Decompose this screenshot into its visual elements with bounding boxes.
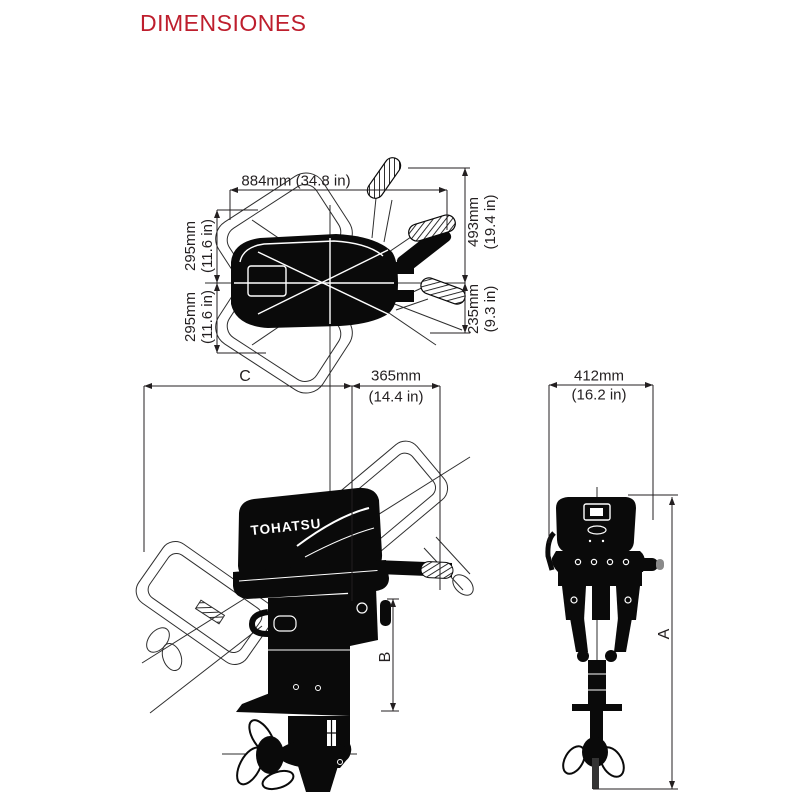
dim-transom-depth-in: (14.4 in) <box>368 388 424 406</box>
dim-half-width-bottom-in: (11.6 in) <box>199 290 216 344</box>
front-view-drawing <box>545 487 664 789</box>
dim-half-width-bottom-mm: 295mm <box>182 291 200 343</box>
dim-overall-height-in: (19.4 in) <box>482 194 499 250</box>
dim-height-a-label: A <box>656 628 674 640</box>
dim-length-c-label: C <box>239 368 251 386</box>
propeller-side <box>236 719 295 791</box>
dim-half-width-bottom-label: 295mm (11.6 in) <box>182 290 217 344</box>
propeller-front <box>562 737 625 778</box>
dim-front-width-in: (16.2 in) <box>571 386 627 404</box>
dim-transom-depth-mm: 365mm <box>370 367 422 385</box>
top-view-drawing <box>205 157 466 508</box>
dimension-lines <box>143 167 678 790</box>
dim-overall-height-label: 493mm (19.4 in) <box>465 194 500 250</box>
dim-half-width-top-mm: 295mm <box>182 220 200 272</box>
dim-overall-height-mm: 493mm <box>465 196 483 248</box>
dim-front-width-mm: 412mm <box>573 367 625 385</box>
dim-height-b-label: B <box>377 651 395 663</box>
dim-tiller-offset-mm: 235mm <box>465 283 483 335</box>
page-title: DIMENSIONES <box>140 10 307 36</box>
dim-tiller-offset-in: (9.3 in) <box>482 285 499 333</box>
side-view-drawing <box>135 440 474 792</box>
dim-half-width-top-in: (11.6 in) <box>199 219 216 273</box>
dim-tiller-offset-label: 235mm (9.3 in) <box>465 283 500 335</box>
dim-half-width-top-label: 295mm (11.6 in) <box>182 219 217 273</box>
dim-overall-width-label: 884mm (34.8 in) <box>241 172 351 190</box>
